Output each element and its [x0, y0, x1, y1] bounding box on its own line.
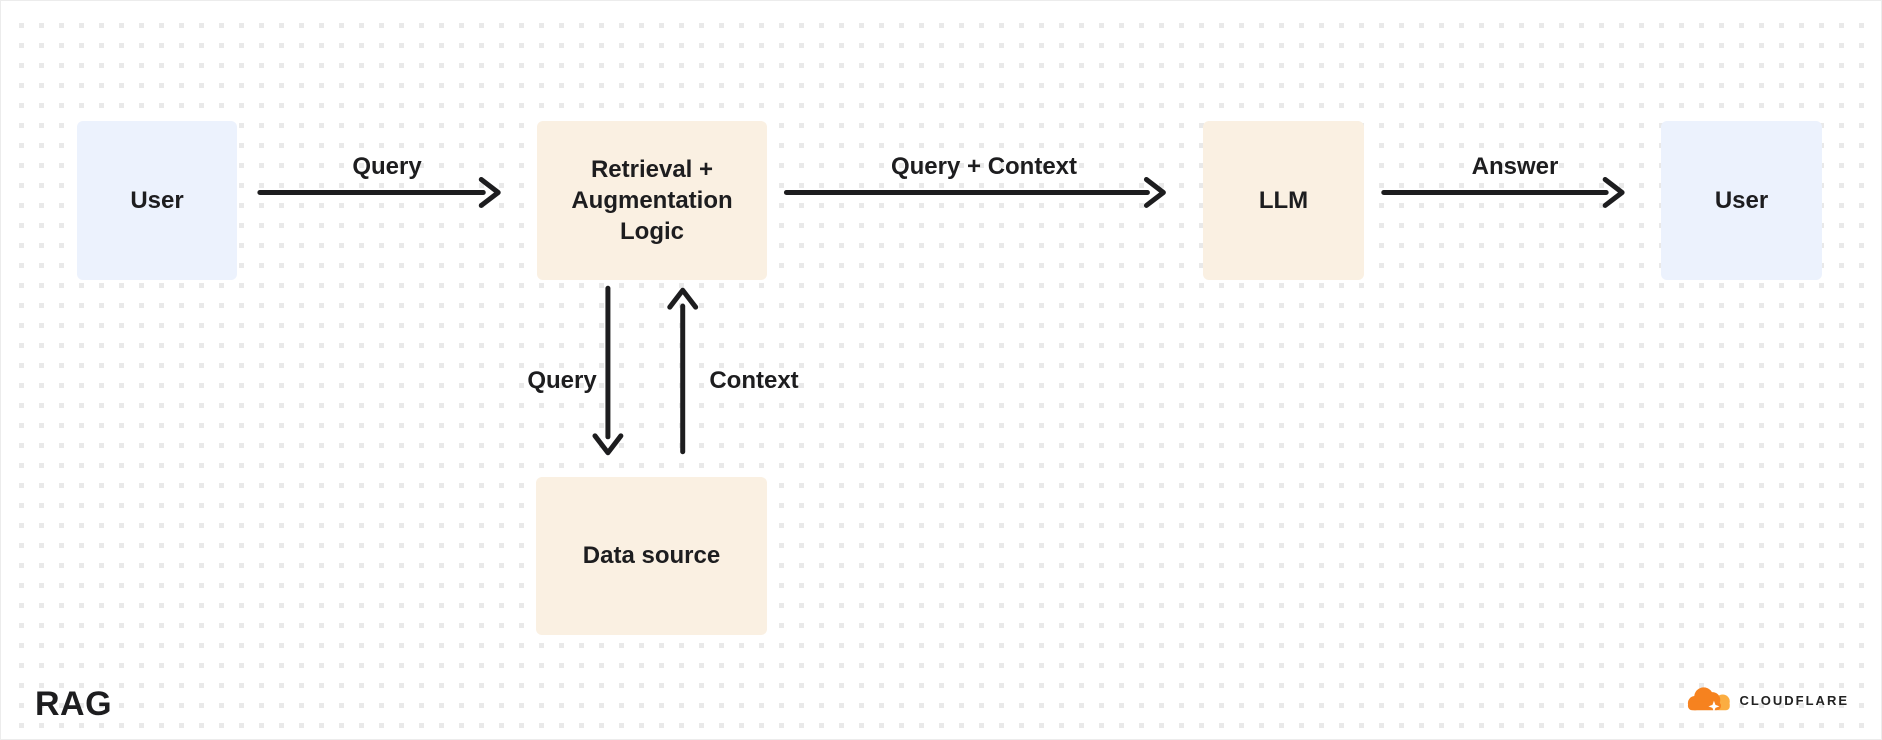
edge-arrow-context-up — [667, 287, 699, 455]
edge-label-query-context: Query + Context — [890, 153, 1078, 180]
edge-arrow-query-down — [592, 285, 624, 456]
cloudflare-brand: CLOUDFLARE — [1686, 685, 1849, 715]
edge-label-query-right: Query — [352, 153, 422, 180]
cloudflare-cloud-icon — [1688, 687, 1731, 712]
edge-label-context-up: Context — [709, 367, 799, 394]
node-user-left: User — [77, 121, 237, 280]
node-llm: LLM — [1203, 121, 1364, 280]
node-data-source-label: Data source — [582, 542, 721, 570]
node-user-right: User — [1661, 121, 1822, 280]
edge-arrow-query-right — [257, 177, 501, 208]
edge-arrow-answer — [1381, 177, 1625, 208]
cloudflare-wordmark: CLOUDFLARE — [1739, 692, 1849, 708]
node-retrieval-label: Retrieval + Augmentation Logic — [571, 155, 733, 246]
edge-label-answer: Answer — [1471, 153, 1559, 180]
edge-arrow-layer — [257, 177, 1625, 456]
diagram-canvas: User Retrieval + Augmentation Logic LLM … — [9, 9, 1873, 731]
diagram-title: RAG — [35, 685, 113, 723]
node-user-left-label: User — [130, 186, 184, 214]
node-user-right-label: User — [1714, 186, 1769, 214]
node-llm-label: LLM — [1258, 186, 1309, 214]
edge-arrow-query-context — [783, 177, 1166, 208]
edge-label-query-down: Query — [527, 367, 597, 394]
node-retrieval-augmentation-logic: Retrieval + Augmentation Logic — [537, 121, 767, 280]
node-data-source: Data source — [536, 477, 767, 635]
